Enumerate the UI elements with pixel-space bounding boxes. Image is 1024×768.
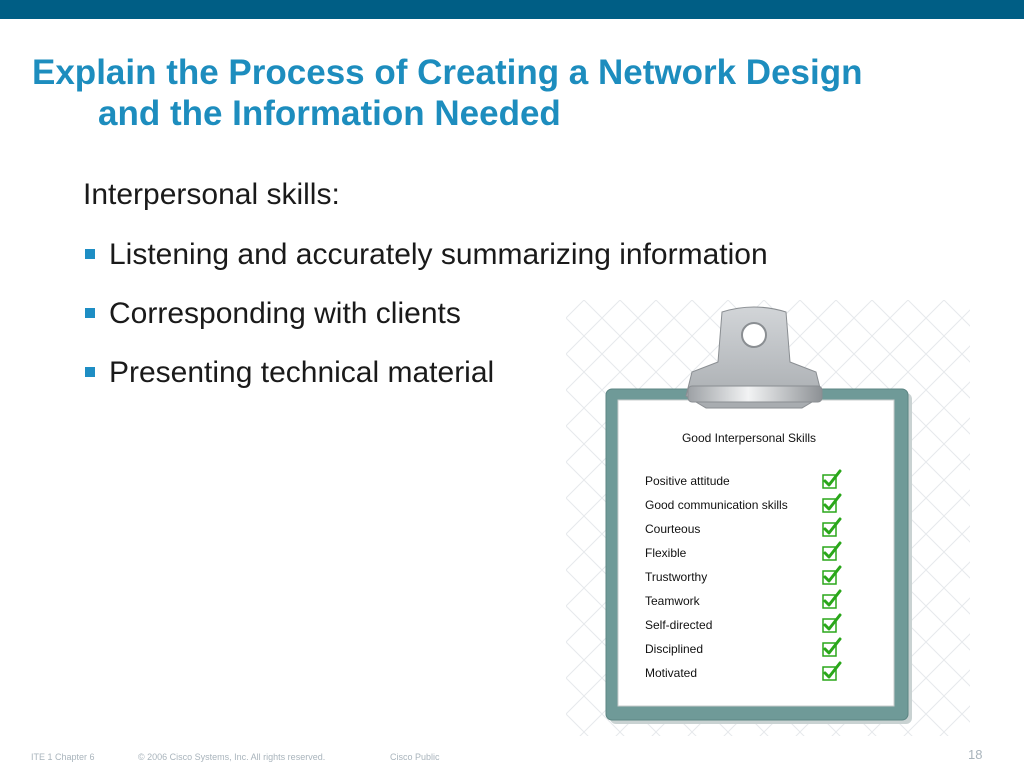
checkbox-checked-icon: [822, 589, 842, 609]
checklist-item: Trustworthy: [645, 565, 845, 594]
clipboard-figure: Good Interpersonal Skills Positive attit…: [566, 300, 970, 736]
page-number: 18: [968, 747, 983, 762]
bullet-item: Corresponding with clients: [83, 295, 768, 354]
slide-title-line-2: and the Information Needed: [98, 94, 561, 133]
skills-checklist: Positive attitude Good communication ski…: [645, 469, 845, 690]
checklist-label: Trustworthy: [645, 570, 708, 584]
top-bar: [0, 0, 1024, 19]
checklist-label: Good communication skills: [645, 498, 788, 512]
checklist-item: Disciplined: [645, 637, 845, 666]
footer-classification: Cisco Public: [390, 752, 440, 762]
bullet-item: Listening and accurately summarizing inf…: [83, 236, 768, 295]
checkbox-checked-icon: [822, 661, 842, 681]
bullet-item: Presenting technical material: [83, 354, 768, 413]
bullet-text: Presenting technical material: [109, 356, 495, 389]
slide-title-line-1: Explain the Process of Creating a Networ…: [32, 53, 863, 92]
bullet-list: Listening and accurately summarizing inf…: [83, 236, 768, 413]
checkbox-checked-icon: [822, 541, 842, 561]
checklist-item: Courteous: [645, 517, 845, 546]
checklist-label: Positive attitude: [645, 474, 730, 488]
square-bullet-icon: [85, 367, 95, 377]
square-bullet-icon: [85, 308, 95, 318]
clipboard-paper: [617, 399, 895, 707]
intro-text: Interpersonal skills:: [83, 178, 340, 211]
checkbox-checked-icon: [822, 637, 842, 657]
slide-title: Explain the Process of Creating a Networ…: [32, 52, 1012, 134]
checklist-item: Good communication skills: [645, 493, 845, 522]
checklist-item: Teamwork: [645, 589, 845, 618]
checklist-label: Motivated: [645, 666, 698, 680]
bullet-text: Listening and accurately summarizing inf…: [109, 238, 768, 271]
checkbox-checked-icon: [822, 613, 842, 633]
checklist-item: Flexible: [645, 541, 845, 570]
checklist-item: Positive attitude: [645, 469, 845, 498]
footer-chapter: ITE 1 Chapter 6: [31, 752, 95, 762]
clip-hole: [741, 322, 767, 348]
square-bullet-icon: [85, 249, 95, 259]
checkbox-checked-icon: [822, 565, 842, 585]
checkbox-checked-icon: [822, 493, 842, 513]
checklist-item: Motivated: [645, 661, 845, 690]
bullet-text: Corresponding with clients: [109, 297, 461, 330]
clipboard-heading: Good Interpersonal Skills: [681, 431, 817, 445]
checklist-label: Courteous: [645, 522, 701, 536]
footer-copyright: © 2006 Cisco Systems, Inc. All rights re…: [138, 752, 326, 762]
checklist-label: Teamwork: [645, 594, 700, 608]
checkbox-checked-icon: [822, 517, 842, 537]
checklist-label: Flexible: [645, 546, 687, 560]
checklist-label: Disciplined: [645, 642, 704, 656]
checklist-item: Self-directed: [645, 613, 845, 642]
checkbox-checked-icon: [822, 469, 842, 489]
clip-bar: [687, 385, 823, 403]
checklist-label: Self-directed: [645, 618, 713, 632]
